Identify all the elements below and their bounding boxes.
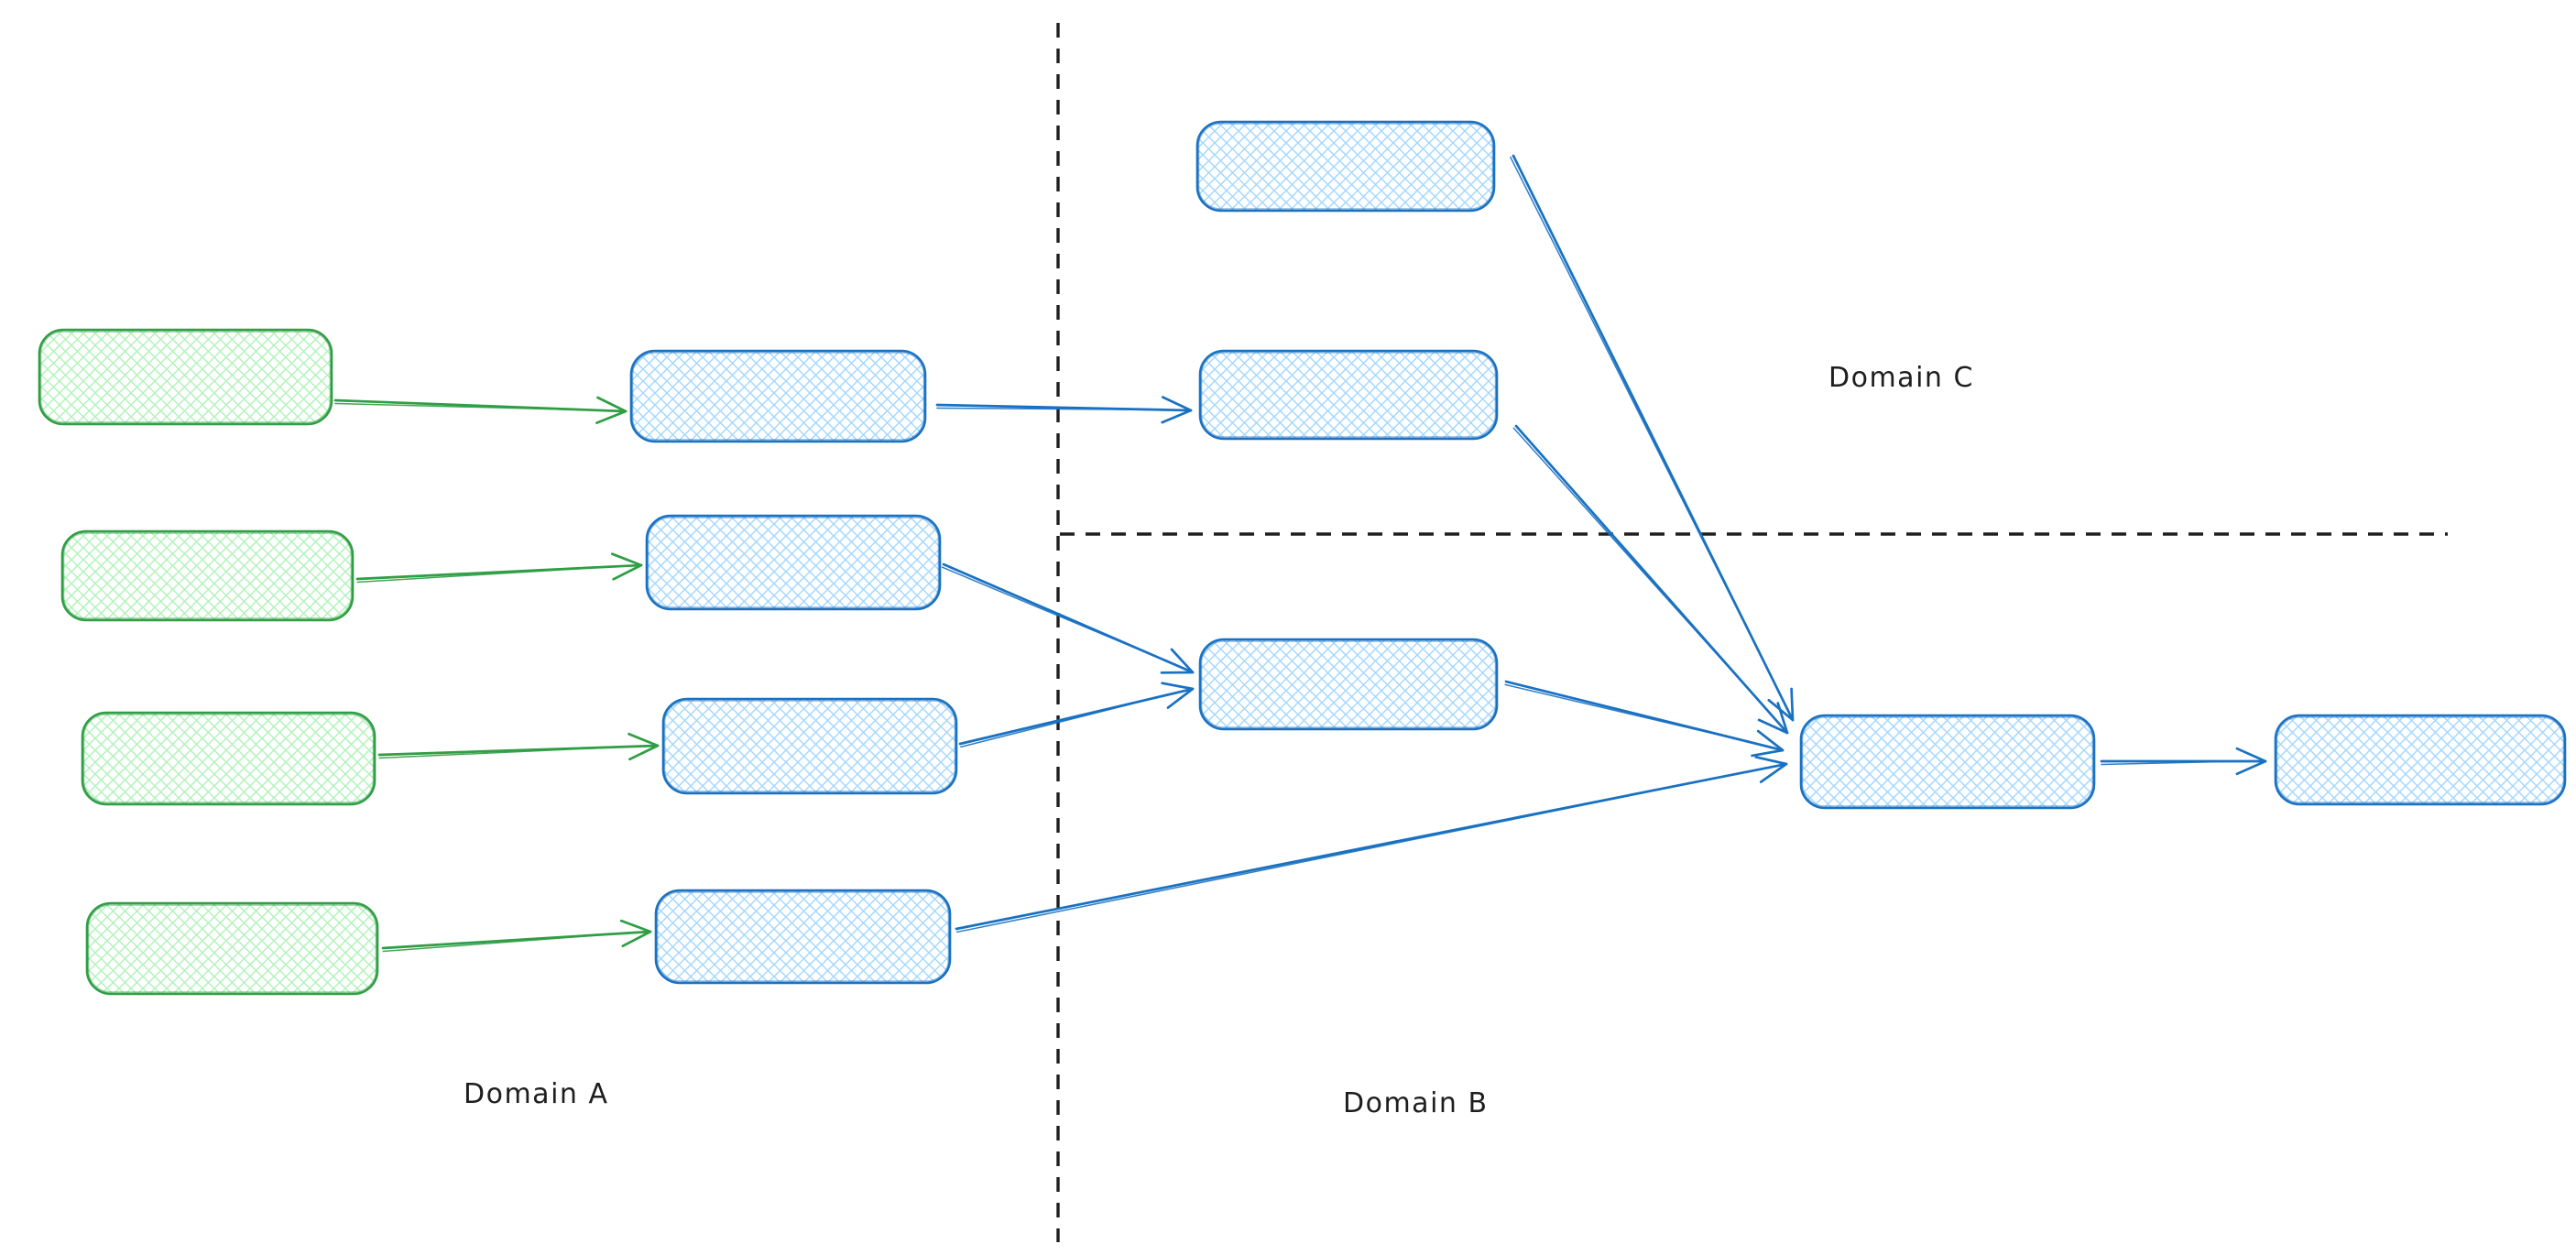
edge-b-top-to-hub[interactable] — [1510, 154, 1795, 722]
node-blue-b-top[interactable] — [1195, 120, 1496, 213]
node-blue-a2[interactable] — [645, 514, 942, 611]
edge-a2-to-b-low[interactable] — [941, 562, 1195, 674]
edge-green-1-to-a1[interactable] — [333, 396, 628, 424]
edge-green-3-to-a3[interactable] — [377, 732, 660, 761]
node-green-3[interactable] — [81, 711, 377, 806]
edge-a3-to-b-low[interactable] — [958, 682, 1195, 748]
edge-a4-to-hub[interactable] — [955, 756, 1788, 933]
node-green-2[interactable] — [60, 529, 355, 622]
edge-hub-to-end[interactable] — [2100, 747, 2267, 776]
edge-green-4-to-a4[interactable] — [381, 919, 652, 953]
node-blue-a1[interactable] — [629, 349, 927, 443]
node-blue-a3[interactable] — [661, 697, 958, 795]
node-blue-a4[interactable] — [654, 889, 952, 985]
edge-a1-to-b-mid[interactable] — [935, 396, 1193, 424]
node-blue-end[interactable] — [2274, 714, 2567, 806]
node-blue-b-mid[interactable] — [1198, 349, 1499, 441]
edge-b-low-to-hub[interactable] — [1504, 680, 1785, 758]
node-blue-hub[interactable] — [1799, 714, 2096, 810]
node-green-1[interactable] — [38, 328, 333, 426]
node-green-4[interactable] — [85, 901, 379, 996]
domain-c-label[interactable]: Domain C — [1828, 362, 1974, 394]
domain-a-label[interactable]: Domain A — [464, 1078, 609, 1110]
node-blue-b-low[interactable] — [1198, 638, 1499, 731]
edge-green-2-to-a2[interactable] — [355, 552, 643, 584]
domain-b-label[interactable]: Domain B — [1343, 1087, 1489, 1119]
edge-b-mid-to-hub[interactable] — [1512, 424, 1789, 735]
